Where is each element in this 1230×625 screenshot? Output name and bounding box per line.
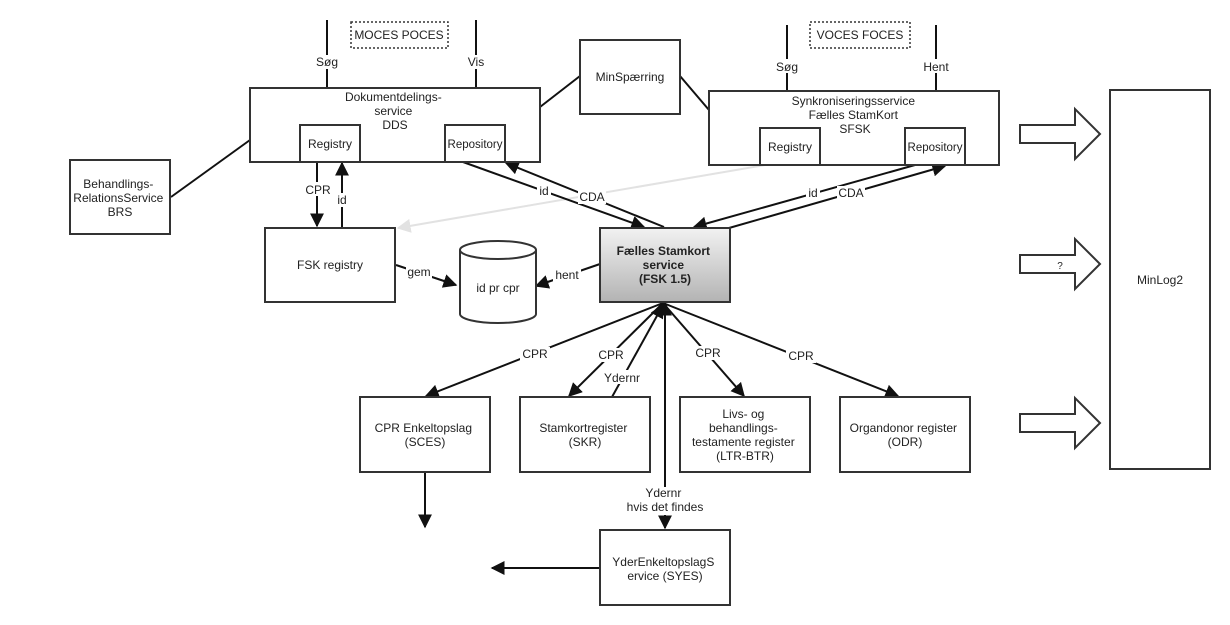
minspaerring-title: MinSpærring: [596, 70, 665, 84]
edge-label-cpr-ltr: CPR: [695, 346, 721, 360]
moces-poces-label: MOCES POCES: [354, 28, 443, 42]
moces-poces-label-box: [350, 21, 449, 49]
dds-repository-node[interactable]: Repository: [444, 124, 506, 163]
minlog2-title: MinLog2: [1137, 273, 1183, 287]
sfsk-title: Synkroniseringsservice Fælles StamKort S…: [792, 94, 919, 136]
odr-title: Organdonor register (ODR): [850, 421, 961, 449]
dds-registry-title: Registry: [308, 137, 352, 151]
dds-title: Dokumentdelings- service DDS: [345, 90, 445, 132]
edge-label-sfsk-sog: Søg: [776, 60, 798, 74]
brs-node[interactable]: Behandlings- RelationsService BRS: [69, 159, 171, 235]
edge-label-cpr-registry: CPR: [305, 183, 331, 197]
edge-label-ydernr-skr: Ydernr: [604, 371, 640, 385]
edge-label-cda-dds: CDA: [579, 190, 604, 204]
fsk-service-node[interactable]: Fælles Stamkort service (FSK 1.5): [599, 227, 731, 303]
edge-dds-minspaerring: [539, 75, 581, 108]
edge-label-cpr-sces: CPR: [522, 347, 548, 361]
ltr-btr-title: Livs- og behandlings- testamente registe…: [692, 407, 798, 463]
edge-label-id-dds: id: [539, 184, 548, 198]
block-arrow-middle: [1019, 236, 1102, 292]
voces-foces-label: VOCES FOCES: [817, 28, 904, 42]
sfsk-registry-node[interactable]: Registry: [759, 127, 821, 166]
edge-id-dds-fsk: [462, 161, 646, 230]
ltr-btr-node[interactable]: Livs- og behandlings- testamente registe…: [679, 396, 811, 473]
edge-label-dds-vis: Vis: [468, 55, 484, 69]
sces-title: CPR Enkeltopslag (SCES): [375, 421, 476, 449]
sfsk-repository-node[interactable]: Repository: [904, 127, 966, 166]
syes-node[interactable]: YderEnkeltopslagS ervice (SYES): [599, 529, 731, 606]
dds-registry-node[interactable]: Registry: [299, 124, 361, 163]
sfsk-repository-title: Repository: [908, 142, 963, 154]
edge-label-dds-sog: Søg: [316, 55, 338, 69]
sfsk-registry-title: Registry: [768, 140, 812, 154]
edge-label-cpr-odr: CPR: [788, 349, 814, 363]
fsk-registry-title: FSK registry: [297, 258, 363, 272]
edge-label-gem: gem: [407, 265, 430, 279]
edge-fsk-odr: [662, 302, 900, 398]
edge-id-sfsk-fsk: [692, 164, 916, 231]
block-arrow-middle-label: ?: [1057, 261, 1063, 272]
edge-label-sfsk-hent: Hent: [923, 60, 949, 74]
skr-title: Stamkortregister (SKR): [539, 421, 630, 449]
edge-brs-dds: [170, 139, 251, 198]
edge-label-cpr-skr: CPR: [598, 348, 624, 362]
minspaerring-node[interactable]: MinSpærring: [579, 39, 681, 115]
id-pr-cpr-database[interactable]: id pr cpr: [459, 240, 537, 324]
block-arrow-bottom: [1019, 395, 1102, 451]
odr-node[interactable]: Organdonor register (ODR): [839, 396, 971, 473]
edge-label-ydernr-hvis: Ydernr hvis det findes: [627, 486, 704, 514]
edge-label-id-registry: id: [337, 193, 346, 207]
fsk-registry-node[interactable]: FSK registry: [264, 227, 396, 303]
edge-label-hent: hent: [555, 268, 579, 282]
minlog2-node[interactable]: MinLog2: [1109, 89, 1211, 470]
id-pr-cpr-title: id pr cpr: [476, 281, 519, 295]
sces-node[interactable]: CPR Enkeltopslag (SCES): [359, 396, 491, 473]
dds-repository-title: Repository: [448, 139, 503, 151]
voces-foces-label-box: [809, 21, 911, 49]
skr-node[interactable]: Stamkortregister (SKR): [519, 396, 651, 473]
edge-label-cda-sfsk: CDA: [838, 186, 863, 200]
fsk-service-title: Fælles Stamkort service (FSK 1.5): [617, 244, 714, 286]
edge-label-id-sfsk: id: [808, 186, 817, 200]
block-arrow-top: [1019, 106, 1102, 162]
syes-title: YderEnkeltopslagS ervice (SYES): [612, 555, 717, 583]
brs-title: Behandlings- RelationsService BRS: [73, 177, 166, 219]
edge-minspaerring-sfsk: [679, 75, 710, 111]
